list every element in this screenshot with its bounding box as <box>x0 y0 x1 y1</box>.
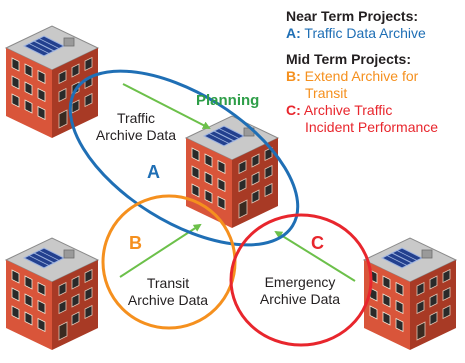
legend-item-a: A: Traffic Data Archive <box>286 25 426 41</box>
emergency-flow-arrow <box>274 230 356 282</box>
building-bottom-right <box>363 237 457 351</box>
emergency-archive-label: Emergency Archive Data <box>259 274 341 307</box>
ellipse-c <box>229 213 373 347</box>
near-term-heading: Near Term Projects: <box>286 8 419 24</box>
mid-term-heading: Mid Term Projects: <box>286 51 411 67</box>
building-center <box>185 115 279 229</box>
planning-label: Planning <box>196 92 260 109</box>
traffic-archive-label: Traffic Archive Data <box>95 110 177 143</box>
legend-item-b: B: Extend Archive for Transit <box>286 68 419 101</box>
ellipse-a-letter: A <box>147 162 160 182</box>
legend-item-c: C: Archive Traffic Incident Performance <box>286 102 439 135</box>
ellipse-a <box>68 69 300 247</box>
transit-flow-arrow <box>119 223 202 278</box>
traffic-flow-arrow <box>122 83 211 129</box>
ellipse-b-letter: B <box>129 233 142 253</box>
transit-archive-label: Transit Archive Data <box>127 275 209 308</box>
project-legend: Near Term Projects: A: Traffic Data Arch… <box>286 8 462 136</box>
building-bottom-left <box>5 237 99 351</box>
ellipse-c-letter: C <box>311 233 324 253</box>
